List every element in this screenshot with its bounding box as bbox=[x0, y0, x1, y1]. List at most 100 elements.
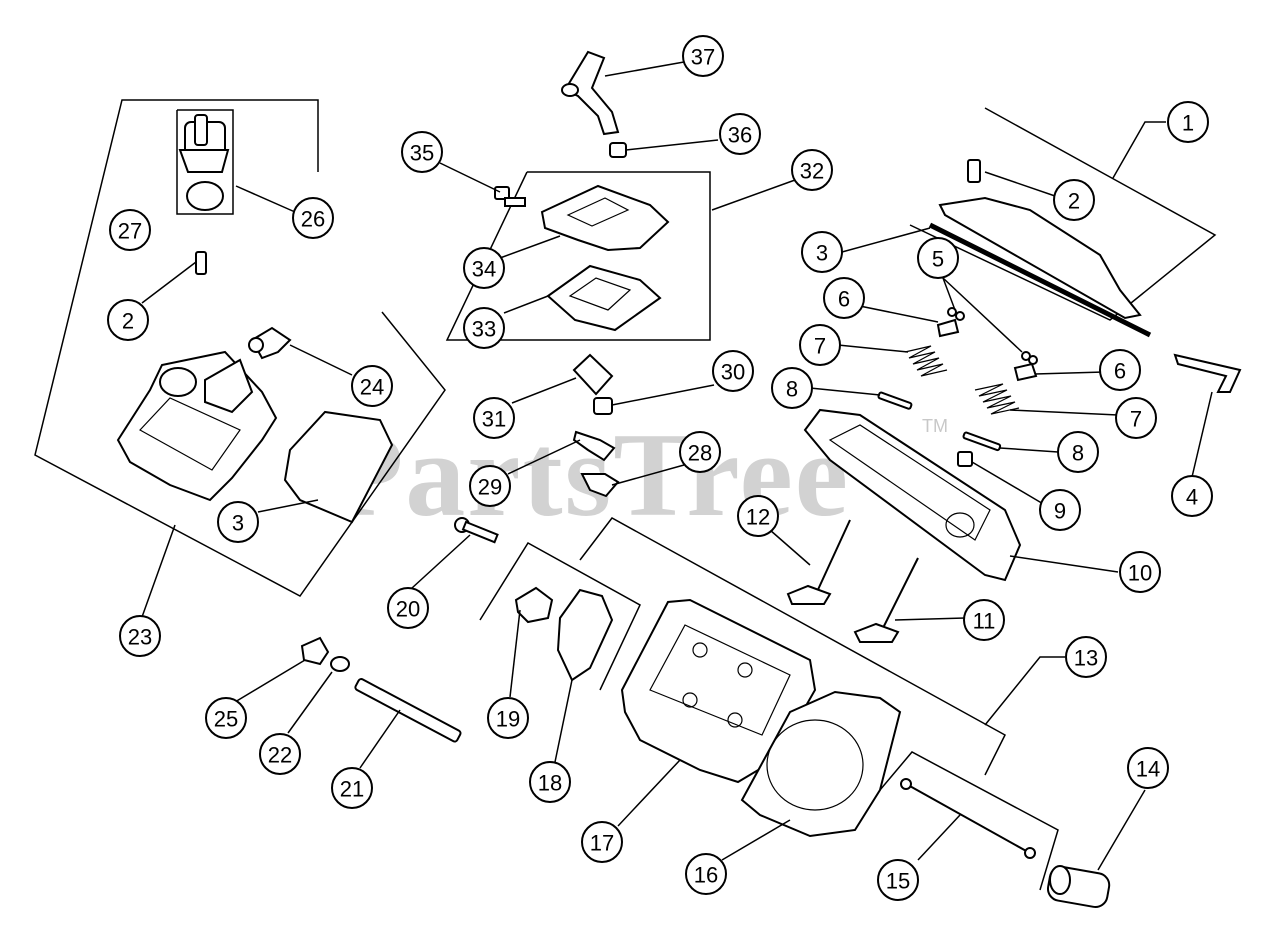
callout-number: 30 bbox=[721, 360, 745, 385]
callout-number: 22 bbox=[268, 743, 292, 768]
callout-circle bbox=[469, 465, 511, 507]
callout-number: 29 bbox=[478, 475, 502, 500]
head-guide-outline bbox=[479, 541, 641, 691]
head-group-outline-top bbox=[579, 517, 1006, 776]
part-29 bbox=[572, 430, 616, 462]
callout-number: 20 bbox=[396, 597, 420, 622]
watermark-tm: TM bbox=[922, 416, 948, 436]
breather-gasket bbox=[546, 264, 662, 332]
callout-number: 6 bbox=[1114, 359, 1126, 384]
screw-35 bbox=[494, 186, 526, 207]
callout-c2a: 2 bbox=[1053, 179, 1095, 221]
callout-circle bbox=[737, 495, 779, 537]
clamp-part bbox=[609, 142, 627, 158]
callout-number: 18 bbox=[538, 771, 562, 796]
callout-c28: 28 bbox=[679, 431, 721, 473]
valve-11 bbox=[853, 557, 919, 643]
callout-c7b: 7 bbox=[1115, 397, 1157, 439]
deflector-18 bbox=[556, 588, 614, 682]
callout-c16: 16 bbox=[685, 853, 727, 895]
callout-number: 27 bbox=[118, 219, 142, 244]
head-gasket bbox=[740, 690, 902, 838]
callout-circle bbox=[963, 599, 1005, 641]
retainer-6a bbox=[936, 318, 960, 338]
part-28 bbox=[580, 473, 620, 498]
callout-circle bbox=[581, 821, 623, 863]
callout-c15: 15 bbox=[877, 859, 919, 901]
callout-c24: 24 bbox=[351, 365, 393, 407]
tappet bbox=[1046, 865, 1111, 909]
callout-circle bbox=[679, 431, 721, 473]
callout-circle bbox=[331, 767, 373, 809]
callout-number: 17 bbox=[590, 831, 614, 856]
oil-fill-cap bbox=[178, 114, 230, 173]
callout-circle bbox=[292, 197, 334, 239]
callout-number: 1 bbox=[1182, 111, 1194, 136]
o-ring-27 bbox=[186, 181, 224, 211]
valve-cover-group-outline bbox=[34, 99, 446, 597]
callout-circle bbox=[529, 761, 571, 803]
spring-7a bbox=[904, 345, 948, 377]
callout-c21: 21 bbox=[331, 767, 373, 809]
callout-c10: 10 bbox=[1119, 551, 1161, 593]
callout-c36: 36 bbox=[719, 113, 761, 155]
group-outlines bbox=[34, 99, 1217, 891]
callout-c5: 5 bbox=[917, 237, 959, 279]
callout-number: 7 bbox=[1130, 407, 1142, 432]
callout-number: 35 bbox=[410, 141, 434, 166]
callout-circle bbox=[387, 587, 429, 629]
callout-c20: 20 bbox=[387, 587, 429, 629]
gasket-3-left bbox=[283, 410, 394, 524]
callout-circle bbox=[119, 615, 161, 657]
callout-circle bbox=[917, 237, 959, 279]
callout-c7a: 7 bbox=[799, 324, 841, 366]
callout-c2b: 2 bbox=[107, 299, 149, 341]
callout-circle bbox=[719, 113, 761, 155]
callout-circle bbox=[487, 697, 529, 739]
callout-circle bbox=[682, 35, 724, 77]
callout-number: 28 bbox=[688, 441, 712, 466]
callout-circle bbox=[1115, 397, 1157, 439]
callout-c30: 30 bbox=[712, 350, 754, 392]
callout-circle bbox=[1057, 431, 1099, 473]
callout-c3b: 3 bbox=[217, 501, 259, 543]
callout-number: 2 bbox=[122, 309, 134, 334]
callout-circle bbox=[1119, 551, 1161, 593]
washer-22 bbox=[330, 656, 350, 672]
callout-circle bbox=[1099, 349, 1141, 391]
callout-c23: 23 bbox=[119, 615, 161, 657]
rocker-bracket bbox=[803, 408, 1022, 582]
callout-number: 32 bbox=[800, 159, 824, 184]
callout-circle bbox=[463, 247, 505, 289]
callout-c1: 1 bbox=[1167, 101, 1209, 143]
callout-number: 37 bbox=[691, 45, 715, 70]
callout-c27: 27 bbox=[109, 209, 151, 251]
callout-c6a: 6 bbox=[823, 277, 865, 319]
callout-number: 26 bbox=[301, 207, 325, 232]
callout-circle bbox=[401, 131, 443, 173]
callout-c37: 37 bbox=[682, 35, 724, 77]
callout-circle bbox=[771, 367, 813, 409]
callout-number: 14 bbox=[1136, 757, 1160, 782]
retainer-6b bbox=[1013, 362, 1038, 382]
callout-circle bbox=[463, 307, 505, 349]
screw-2-left bbox=[195, 251, 207, 275]
callout-number: 21 bbox=[340, 777, 364, 802]
callout-number: 13 bbox=[1074, 646, 1098, 671]
callout-circle bbox=[107, 299, 149, 341]
callout-number: 23 bbox=[128, 625, 152, 650]
callout-circle bbox=[801, 231, 843, 273]
callout-number: 11 bbox=[973, 609, 996, 634]
callout-number: 15 bbox=[886, 869, 910, 894]
callout-circle bbox=[1053, 179, 1095, 221]
callout-circle bbox=[205, 697, 247, 739]
guide-19 bbox=[514, 586, 554, 624]
bolt-20 bbox=[454, 517, 499, 544]
callout-number: 33 bbox=[472, 317, 496, 342]
bracket-4 bbox=[1173, 353, 1242, 393]
callout-circle bbox=[217, 501, 259, 543]
callout-c32: 32 bbox=[791, 149, 833, 191]
callout-circle bbox=[351, 365, 393, 407]
rocker-cover bbox=[928, 196, 1152, 338]
